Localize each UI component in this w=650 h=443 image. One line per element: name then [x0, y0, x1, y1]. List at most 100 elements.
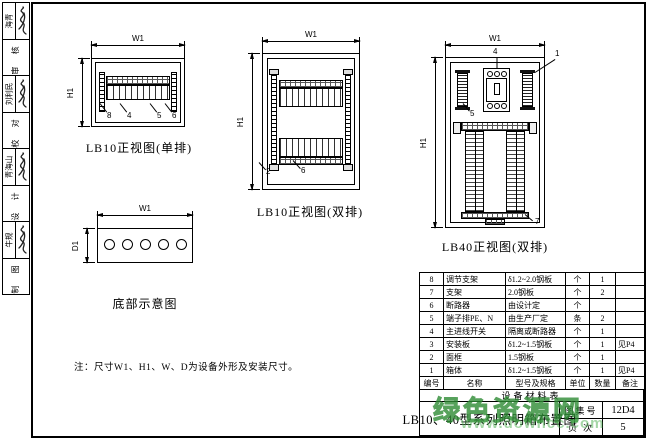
view-lb10-double: W1 H1 2 6 LB10正视图(双排) — [236, 31, 375, 223]
signature — [16, 76, 29, 112]
signer-cell: 牛规 — [3, 222, 29, 259]
dim-label: H1 — [66, 87, 75, 98]
view-lb10-single: W1 H1 8 4 5 6 LB10正视图(单排) — [66, 33, 198, 163]
face-frame — [267, 58, 355, 185]
dim-label: D1 — [71, 240, 80, 251]
part-callout: 4 — [493, 47, 498, 56]
signature — [16, 149, 29, 185]
part-callout: 2 — [266, 167, 271, 176]
title-stamp-column: 海青 审 核 刘利民 校 对 — [2, 2, 30, 295]
role-cell: 制 图 — [11, 259, 20, 294]
bottom-plate — [97, 228, 193, 263]
knockout-hole — [176, 239, 187, 250]
mounting-rail-left — [271, 74, 277, 165]
sheet-frame — [31, 2, 646, 438]
dimension-note: 注：尺寸W1、H1、W、D为设备外形及安装尺寸。 — [74, 363, 299, 373]
signature-scribble — [18, 6, 27, 35]
dimension-w1: W1 — [261, 31, 361, 53]
view-caption: LB40正视图(双排) — [441, 240, 549, 254]
dimension-h1: H1 — [419, 56, 443, 229]
signature — [16, 222, 29, 258]
signature — [16, 3, 29, 39]
signer-name: 刘利民 — [3, 76, 16, 112]
atlas-no-label: 图集号 — [560, 402, 603, 418]
view-caption: LB10正视图(双排) — [256, 205, 364, 219]
dimension-w1: W1 — [90, 35, 186, 59]
part-callout: 7 — [535, 217, 540, 226]
signer-cell: 海青 — [3, 3, 29, 40]
signature-scribble — [18, 152, 27, 181]
shoulder-left — [453, 122, 461, 134]
part-callout: 5 — [470, 109, 475, 118]
sheet-title: LB10、40型系列照明箱布置图 — [403, 402, 576, 435]
signer-name: 青海山 — [3, 149, 16, 185]
breaker-row — [106, 85, 170, 100]
breaker-row-top — [279, 88, 343, 107]
part-callout: 1 — [555, 49, 560, 58]
signature-scribble — [18, 225, 27, 254]
knockout-hole — [104, 239, 115, 250]
enclosure-outline — [445, 57, 545, 228]
role-cell: 审 核 — [3, 40, 29, 76]
dimension-w1: W1 — [444, 35, 546, 57]
bottom-terminal — [485, 219, 505, 225]
stamp-pair: 青海山 设 计 — [3, 149, 29, 222]
role-cell: 校 对 — [3, 113, 29, 149]
signer-name: 海青 — [3, 3, 16, 39]
face-frame — [95, 62, 181, 123]
bottom-strip — [461, 212, 529, 219]
knockout-hole — [158, 239, 169, 250]
mounting-rail-right — [345, 74, 351, 165]
title-block: LB10、40型系列照明箱布置图 图集号 12D4 页 次 5 — [403, 401, 644, 436]
signature-scribble — [18, 79, 27, 108]
terminal-header-strip — [461, 122, 529, 131]
terminal-strip-bottom — [279, 157, 343, 165]
stamp-pair: 海青 审 核 — [3, 3, 29, 76]
bracket-bottom-right — [343, 164, 353, 171]
mounting-rail-right — [171, 72, 177, 112]
terminal-bar-left — [455, 70, 470, 110]
breaker-row-bottom — [279, 138, 343, 157]
terminal-bar-right — [520, 70, 535, 110]
dimension-d1: D1 — [71, 227, 95, 264]
page-no-label: 页 次 — [560, 419, 603, 435]
part-callout: 5 — [157, 111, 162, 120]
part-callout: 6 — [172, 111, 177, 120]
signer-name: 牛规 — [3, 222, 16, 258]
dim-label: H1 — [419, 137, 428, 148]
dim-label: W1 — [132, 34, 144, 43]
view-lb40-double: W1 H1 4 1 5 7 L — [419, 30, 565, 255]
main-switch — [483, 68, 510, 112]
dimension-w1: W1 — [96, 205, 194, 228]
mounting-rail-left — [99, 72, 105, 112]
enclosure-outline — [262, 53, 360, 190]
part-callout: 8 — [107, 111, 112, 120]
dim-label: W1 — [305, 30, 317, 39]
enclosure-outline — [91, 58, 185, 127]
atlas-no-value: 12D4 — [611, 404, 635, 416]
dimension-h1: H1 — [236, 52, 260, 191]
stamp-pair: 刘利民 校 对 — [3, 76, 29, 149]
shoulder-right — [529, 122, 537, 134]
stamp-pair: 牛规 制 图 — [3, 222, 29, 294]
view-caption: 底部示意图 — [112, 297, 178, 311]
view-caption: LB10正视图(单排) — [85, 141, 193, 155]
dim-label: W1 — [139, 204, 151, 213]
part-callout: 6 — [301, 166, 306, 175]
knockout-hole — [122, 239, 133, 250]
table-header-row: 编号 名称 型号及规格 单位 数量 备注 — [419, 376, 645, 390]
signer-cell: 刘利民 — [3, 76, 29, 113]
signer-cell: 青海山 — [3, 149, 29, 186]
terminal-strip-top — [279, 80, 343, 88]
dim-label: W1 — [489, 34, 501, 43]
